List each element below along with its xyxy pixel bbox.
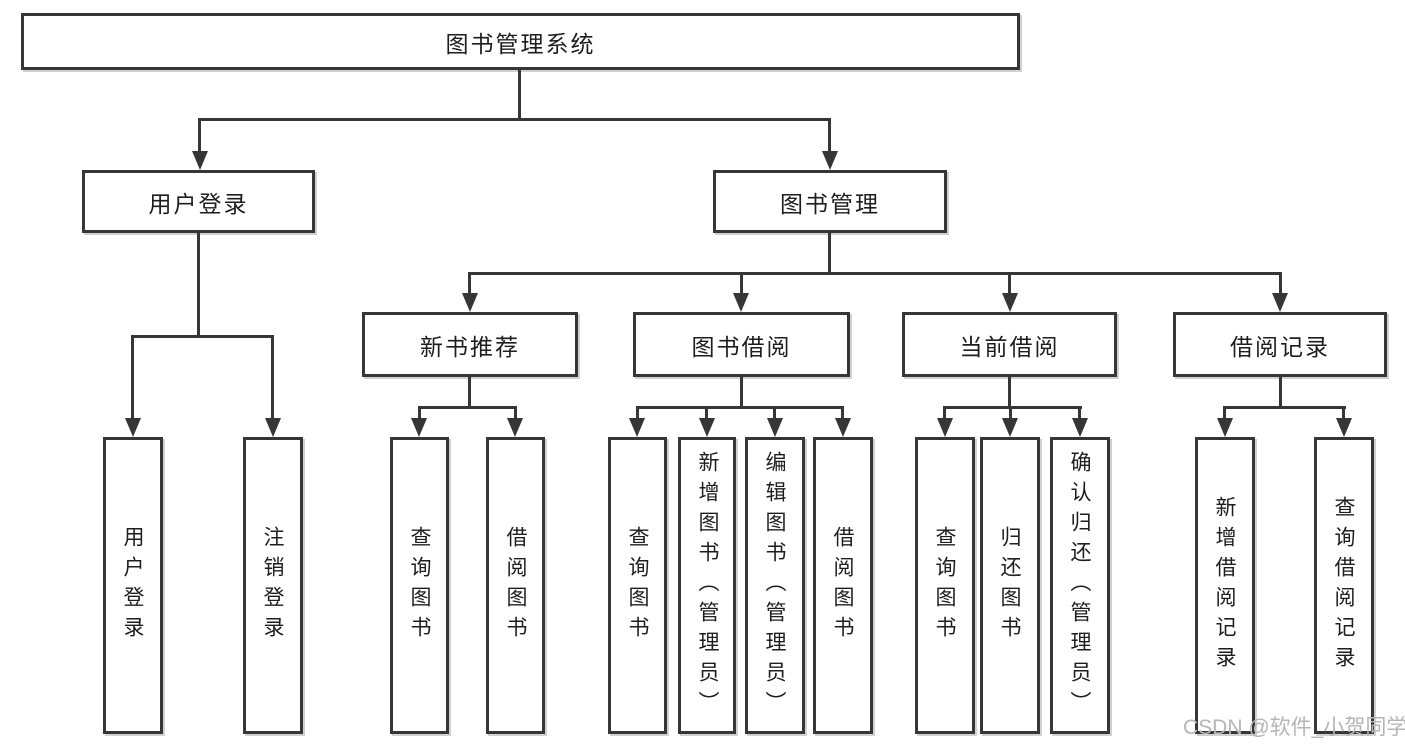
node-book-borrow: 图书借阅 xyxy=(633,312,850,377)
leaf-query-books-borrow: 查询图书 xyxy=(608,437,667,734)
leaf-user-login: 用户登录 xyxy=(103,437,163,734)
arrowhead-icon xyxy=(125,418,141,437)
leaf-query-borrow-record: 查询借阅记录 xyxy=(1314,437,1374,734)
arrowhead-icon xyxy=(1072,418,1088,437)
arrowhead-icon xyxy=(937,418,953,437)
connector-leaf xyxy=(1009,406,1012,420)
connector-book-management-stem xyxy=(828,233,831,272)
connector-new-book-rail xyxy=(418,406,517,409)
leaf-borrow-books-recommend: 借阅图书 xyxy=(486,437,545,734)
connector-leaf xyxy=(636,406,639,420)
node-borrow-records: 借阅记录 xyxy=(1173,312,1387,377)
connector-root-rail xyxy=(198,118,831,121)
arrowhead-icon xyxy=(411,418,427,437)
arrowhead-icon xyxy=(699,418,715,437)
arrowhead-icon xyxy=(822,151,838,170)
connector-leaf xyxy=(1342,406,1345,420)
leaf-query-books-current: 查询图书 xyxy=(915,437,975,734)
connector-to-current-borrow xyxy=(1008,272,1011,294)
leaf-add-borrow-record: 新增借阅记录 xyxy=(1195,437,1255,734)
arrowhead-icon xyxy=(1002,418,1018,437)
arrowhead-icon xyxy=(629,418,645,437)
connector-borrow-records-rail xyxy=(1223,406,1346,409)
connector-leaf xyxy=(1223,406,1226,420)
arrowhead-icon xyxy=(1336,418,1352,437)
connector-book-management-rail xyxy=(468,272,1282,275)
connector-current-borrow-stem xyxy=(1008,377,1011,406)
node-library-management-system: 图书管理系统 xyxy=(21,13,1020,70)
leaf-return-book: 归还图书 xyxy=(980,437,1040,734)
leaf-confirm-return-admin: 确认归还（管理员） xyxy=(1050,437,1110,734)
connector-leaf xyxy=(705,406,708,420)
connector-leaf xyxy=(418,406,421,420)
connector-to-leaf-logout xyxy=(271,335,274,419)
connector-to-leaf-user-login xyxy=(131,335,134,419)
node-new-book-recommend: 新书推荐 xyxy=(362,312,578,377)
node-current-borrow: 当前借阅 xyxy=(902,312,1117,377)
arrowhead-icon xyxy=(462,293,478,312)
leaf-logout: 注销登录 xyxy=(243,437,303,734)
connector-to-borrow-records xyxy=(1279,272,1282,294)
connector-current-borrow-rail xyxy=(943,406,1082,409)
arrowhead-icon xyxy=(192,151,208,170)
connector-book-borrow-stem xyxy=(740,377,743,406)
leaf-edit-book-admin: 编辑图书（管理员） xyxy=(745,437,805,734)
leaf-query-books-recommend: 查询图书 xyxy=(390,437,449,734)
node-book-management: 图书管理 xyxy=(713,170,947,233)
connector-user-login-stem xyxy=(197,233,200,335)
connector-borrow-records-stem xyxy=(1279,377,1282,406)
arrowhead-icon xyxy=(265,418,281,437)
arrowhead-icon xyxy=(1217,418,1233,437)
arrowhead-icon xyxy=(1002,293,1018,312)
connector-new-book-stem xyxy=(468,377,471,406)
leaf-add-book-admin: 新增图书（管理员） xyxy=(678,437,736,734)
node-user-login: 用户登录 xyxy=(82,170,315,233)
connector-to-book-borrow xyxy=(740,272,743,294)
connector-user-login-rail xyxy=(131,335,274,338)
connector-book-borrow-rail xyxy=(636,406,844,409)
connector-leaf xyxy=(841,406,844,420)
connector-leaf xyxy=(943,406,946,420)
arrowhead-icon xyxy=(835,418,851,437)
connector-root-stem xyxy=(518,70,521,118)
leaf-borrow-books: 借阅图书 xyxy=(813,437,873,734)
csdn-watermark: CSDN @软件_小贺同学 xyxy=(1183,716,1405,739)
connector-leaf xyxy=(1078,406,1081,420)
connector-to-book-management xyxy=(828,118,831,153)
connector-leaf xyxy=(773,406,776,420)
arrowhead-icon xyxy=(1272,293,1288,312)
arrowhead-icon xyxy=(733,293,749,312)
connector-leaf xyxy=(514,406,517,420)
arrowhead-icon xyxy=(507,418,523,437)
connector-to-new-book-recommend xyxy=(468,272,471,294)
arrowhead-icon xyxy=(767,418,783,437)
connector-to-user-login xyxy=(198,118,201,153)
